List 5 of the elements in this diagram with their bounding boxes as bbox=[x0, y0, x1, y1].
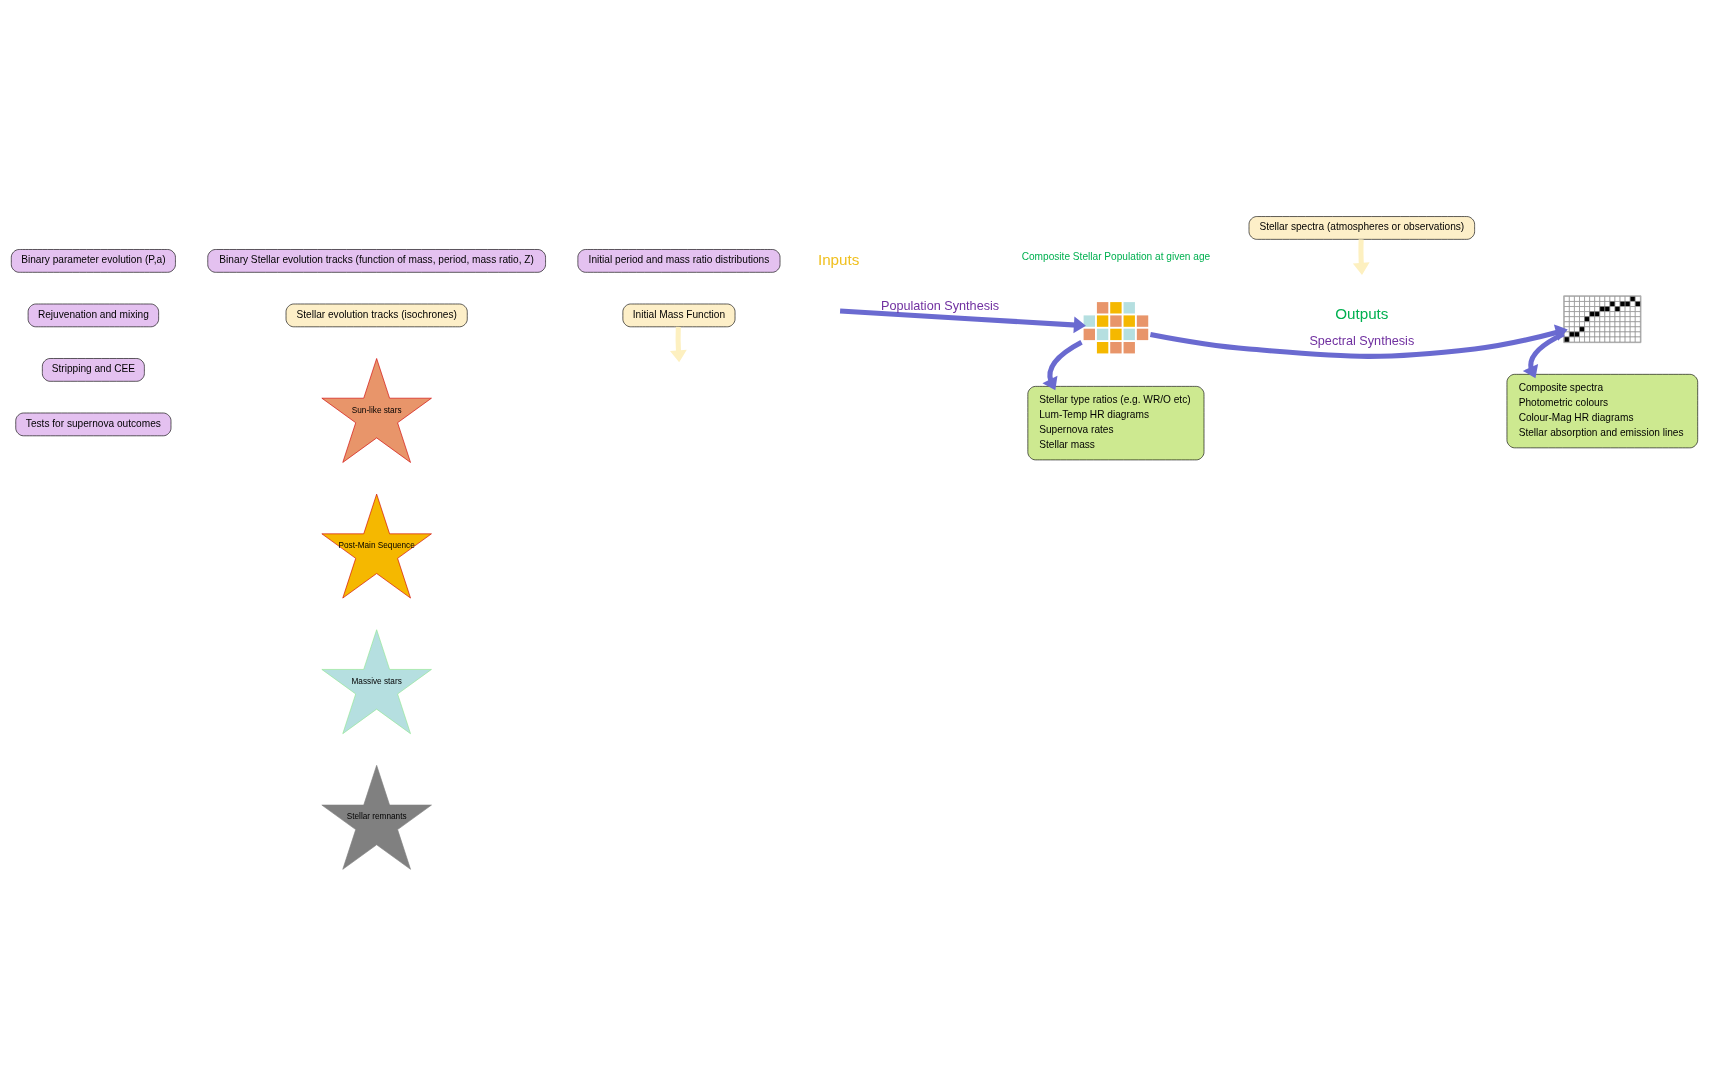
edge-label: Spectral Synthesis bbox=[1309, 334, 1415, 349]
node-label: Composite Stellar Population at given age bbox=[1021, 250, 1211, 262]
label: Outputs bbox=[1335, 305, 1389, 323]
edge-label: Population Synthesis bbox=[880, 299, 1000, 314]
label: Inputs bbox=[817, 250, 860, 268]
